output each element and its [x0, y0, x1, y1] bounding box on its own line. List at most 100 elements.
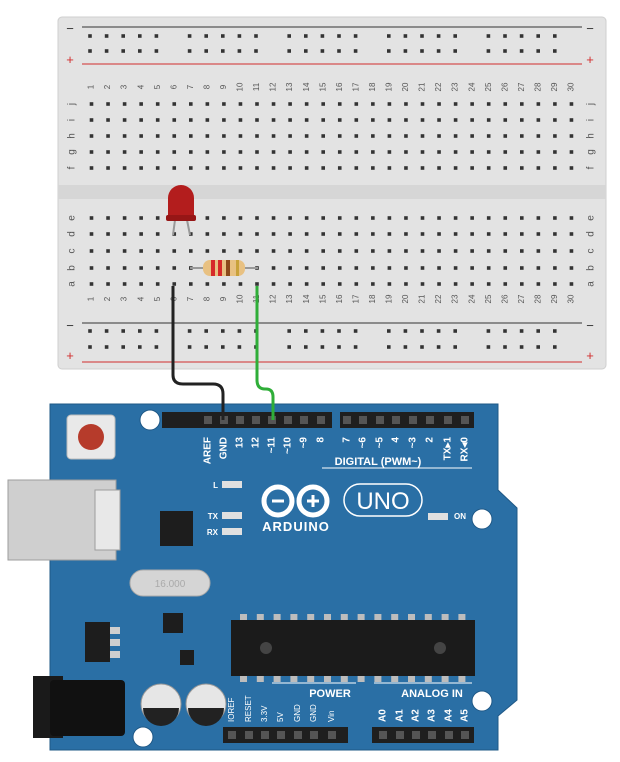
breadboard-hole[interactable] — [520, 102, 524, 106]
breadboard-hole[interactable] — [387, 34, 391, 38]
breadboard-hole[interactable] — [387, 329, 391, 333]
breadboard-hole[interactable] — [271, 166, 276, 170]
breadboard-hole[interactable] — [106, 166, 110, 170]
breadboard-hole[interactable] — [354, 150, 359, 154]
breadboard-hole[interactable] — [304, 216, 309, 220]
breadboard-hole[interactable] — [486, 49, 491, 53]
breadboard-hole[interactable] — [470, 266, 474, 270]
breadboard-hole[interactable] — [122, 118, 127, 122]
breadboard-hole[interactable] — [337, 266, 342, 270]
breadboard-hole[interactable] — [189, 134, 193, 138]
breadboard-hole[interactable] — [371, 150, 375, 154]
breadboard-hole[interactable] — [288, 232, 292, 236]
breadboard-hole[interactable] — [155, 232, 160, 236]
breadboard-hole[interactable] — [304, 102, 309, 106]
digital-pin-socket[interactable] — [392, 416, 400, 424]
breadboard-hole[interactable] — [122, 102, 127, 106]
breadboard-hole[interactable] — [139, 249, 143, 253]
breadboard-hole[interactable] — [172, 102, 177, 106]
breadboard-hole[interactable] — [387, 232, 392, 236]
breadboard-hole[interactable] — [503, 249, 508, 253]
breadboard-hole[interactable] — [404, 232, 408, 236]
breadboard-hole[interactable] — [221, 34, 225, 38]
breadboard-hole[interactable] — [237, 329, 242, 333]
breadboard-hole[interactable] — [337, 249, 342, 253]
breadboard-hole[interactable] — [287, 34, 291, 38]
breadboard-hole[interactable] — [453, 102, 458, 106]
breadboard-hole[interactable] — [154, 345, 159, 349]
breadboard-hole[interactable] — [155, 216, 160, 220]
breadboard-hole[interactable] — [371, 166, 375, 170]
breadboard-hole[interactable] — [139, 102, 143, 106]
breadboard-hole[interactable] — [371, 282, 375, 286]
breadboard-hole[interactable] — [321, 134, 325, 138]
breadboard-hole[interactable] — [371, 232, 375, 236]
breadboard-hole[interactable] — [205, 166, 210, 170]
breadboard-hole[interactable] — [553, 345, 557, 349]
power-pin-socket[interactable] — [277, 731, 285, 739]
breadboard-hole[interactable] — [122, 266, 127, 270]
breadboard-hole[interactable] — [320, 49, 325, 53]
breadboard-hole[interactable] — [238, 102, 243, 106]
breadboard-hole[interactable] — [453, 232, 458, 236]
breadboard-hole[interactable] — [222, 216, 226, 220]
breadboard-hole[interactable] — [387, 134, 392, 138]
breadboard-hole[interactable] — [536, 345, 540, 349]
breadboard-hole[interactable] — [139, 150, 143, 154]
breadboard-hole[interactable] — [287, 345, 291, 349]
led-red[interactable] — [166, 185, 196, 236]
breadboard-hole[interactable] — [470, 166, 474, 170]
breadboard-hole[interactable] — [404, 150, 408, 154]
breadboard-hole[interactable] — [255, 166, 259, 170]
breadboard-hole[interactable] — [304, 345, 308, 349]
breadboard-hole[interactable] — [453, 118, 458, 122]
breadboard-hole[interactable] — [553, 282, 557, 286]
breadboard-hole[interactable] — [288, 216, 292, 220]
breadboard-hole[interactable] — [569, 134, 574, 138]
breadboard-hole[interactable] — [205, 102, 210, 106]
breadboard-hole[interactable] — [287, 329, 291, 333]
breadboard-hole[interactable] — [271, 134, 276, 138]
breadboard-hole[interactable] — [420, 329, 424, 333]
breadboard-hole[interactable] — [106, 232, 110, 236]
breadboard-hole[interactable] — [553, 166, 557, 170]
breadboard-hole[interactable] — [321, 150, 325, 154]
breadboard-hole[interactable] — [88, 34, 92, 38]
breadboard-hole[interactable] — [106, 134, 110, 138]
breadboard-hole[interactable] — [420, 34, 424, 38]
breadboard-hole[interactable] — [569, 216, 574, 220]
breadboard-hole[interactable] — [106, 266, 110, 270]
breadboard-hole[interactable] — [503, 34, 507, 38]
breadboard-hole[interactable] — [519, 34, 524, 38]
breadboard-hole[interactable] — [138, 49, 142, 53]
breadboard-hole[interactable] — [238, 134, 243, 138]
breadboard-hole[interactable] — [189, 102, 193, 106]
breadboard-hole[interactable] — [536, 249, 541, 253]
breadboard-hole[interactable] — [89, 266, 94, 270]
breadboard-hole[interactable] — [238, 166, 243, 170]
breadboard-hole[interactable] — [437, 150, 441, 154]
breadboard-hole[interactable] — [205, 249, 210, 253]
power-pin-socket[interactable] — [310, 731, 318, 739]
power-pin-socket[interactable] — [228, 731, 236, 739]
breadboard-hole[interactable] — [553, 150, 557, 154]
breadboard-hole[interactable] — [122, 216, 127, 220]
power-pin-socket[interactable] — [294, 731, 302, 739]
breadboard-hole[interactable] — [288, 282, 292, 286]
breadboard-hole[interactable] — [387, 266, 392, 270]
breadboard-hole[interactable] — [553, 266, 557, 270]
breadboard-hole[interactable] — [121, 49, 125, 53]
digital-pin-socket[interactable] — [359, 416, 367, 424]
breadboard-hole[interactable] — [470, 249, 474, 253]
breadboard-hole[interactable] — [470, 102, 474, 106]
breadboard-hole[interactable] — [536, 102, 541, 106]
breadboard-hole[interactable] — [520, 249, 524, 253]
breadboard-hole[interactable] — [138, 329, 142, 333]
analog-pin-socket[interactable] — [396, 731, 404, 739]
analog-pin-socket[interactable] — [412, 731, 420, 739]
breadboard-hole[interactable] — [436, 34, 441, 38]
breadboard-hole[interactable] — [387, 249, 392, 253]
breadboard-hole[interactable] — [139, 232, 143, 236]
breadboard-hole[interactable] — [204, 34, 208, 38]
digital-pin-socket[interactable] — [343, 416, 351, 424]
